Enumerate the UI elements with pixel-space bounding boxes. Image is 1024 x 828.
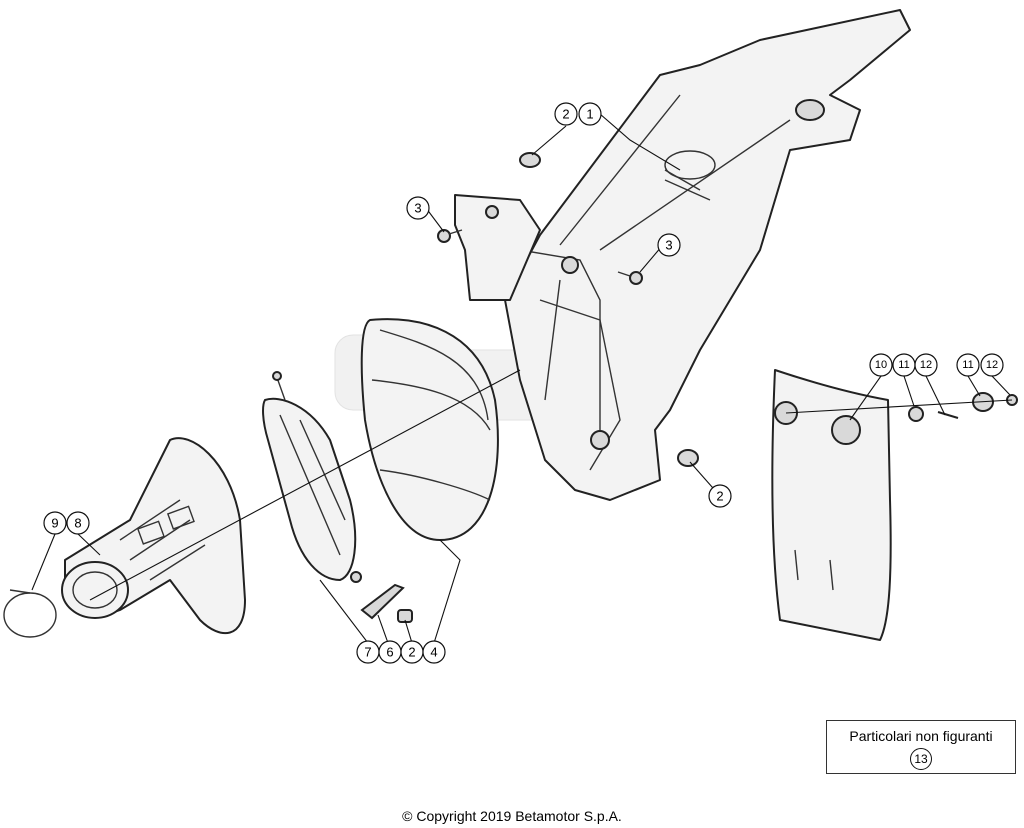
callout-3-right: 3 [657,233,681,257]
callout-7: 7 [356,640,380,664]
callout-10: 10 [869,353,893,377]
svg-text:6: 6 [386,645,393,660]
retaining-clip [360,583,405,620]
filter-cage [262,371,362,583]
callout-2-bottom: 2 [400,640,424,664]
assembly-axis [89,369,521,601]
callout-8: 8 [66,511,90,535]
svg-text:11: 11 [962,359,973,371]
callout-2-right: 2 [708,484,732,508]
leader-lines [31,113,1011,644]
legend-number: 13 [910,748,932,770]
svg-text:4: 4 [430,645,437,660]
svg-text:12: 12 [986,359,998,371]
small-grommet [397,609,413,623]
svg-text:9: 9 [51,516,58,531]
copyright-footer: © Copyright 2019 Betamotor S.p.A. [402,808,622,824]
panel-axis [785,399,1013,414]
grommet-top [519,152,541,168]
callout-9: 9 [43,511,67,535]
svg-text:8: 8 [74,516,81,531]
callout-3-left: 3 [406,196,430,220]
callout-12-second: 12 [980,353,1004,377]
intake-duct [61,437,246,635]
callout-2-top: 2 [554,102,578,126]
screw-left [437,229,463,243]
svg-text:2: 2 [716,489,723,504]
svg-text:1: 1 [586,107,593,122]
screw-right [617,271,643,285]
air-filter [360,318,499,541]
legend-title: Particolari non figuranti [849,728,993,744]
legend-box: Particolari non figuranti 13 [826,720,1016,774]
callout-11-first: 11 [892,353,916,377]
hose-clamp [3,589,57,638]
callout-12-first: 12 [914,353,938,377]
svg-text:2: 2 [562,107,569,122]
svg-text:11: 11 [898,359,909,371]
grommet-right [677,449,699,467]
svg-text:3: 3 [665,238,672,253]
svg-text:10: 10 [875,359,887,371]
side-panel [771,369,1018,641]
callout-1: 1 [578,102,602,126]
frame-airbox [504,9,911,501]
svg-text:2: 2 [408,645,415,660]
svg-text:7: 7 [364,645,371,660]
callout-6: 6 [378,640,402,664]
callout-11-second: 11 [956,353,980,377]
svg-text:3: 3 [414,201,421,216]
svg-text:12: 12 [920,359,932,371]
mounting-bracket [454,194,541,301]
callout-4: 4 [422,640,446,664]
